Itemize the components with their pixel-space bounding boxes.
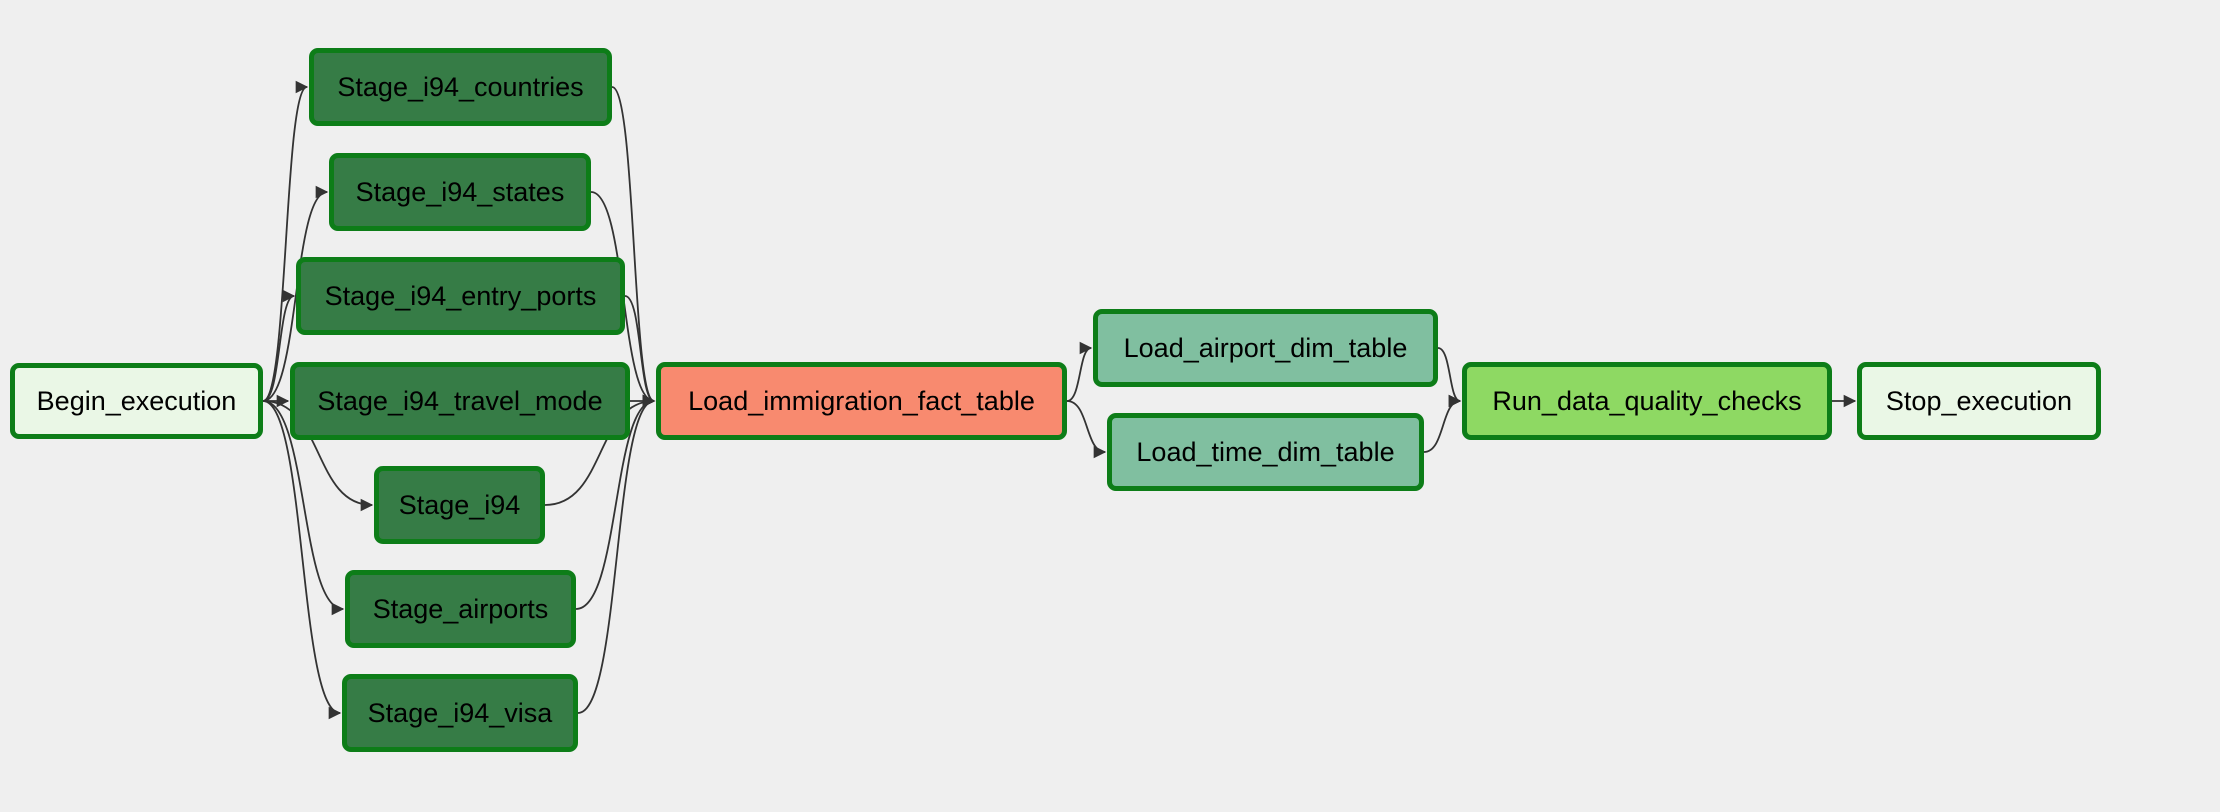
- node-stage-i94-countries[interactable]: Stage_i94_countries: [309, 48, 612, 126]
- node-load-time-dim-table[interactable]: Load_time_dim_table: [1107, 413, 1424, 491]
- edge-airport_dim-to-quality: [1437, 347, 1462, 408]
- edge-fact-to-time_dim: [1066, 400, 1107, 459]
- edge-fact-to-airport_dim: [1066, 341, 1093, 402]
- edge-i94-to-fact: [544, 394, 656, 506]
- edge-begin-to-i94: [262, 400, 374, 512]
- edge-time_dim-to-quality: [1423, 394, 1462, 453]
- node-stage-airports[interactable]: Stage_airports: [345, 570, 576, 648]
- node-load-immigration-fact-table[interactable]: Load_immigration_fact_table: [656, 362, 1067, 440]
- node-stage-i94-entry-ports[interactable]: Stage_i94_entry_ports: [296, 257, 625, 335]
- edge-visa-to-fact: [577, 394, 656, 714]
- node-stage-i94-visa[interactable]: Stage_i94_visa: [342, 674, 578, 752]
- edge-begin-to-entry_ports: [262, 289, 296, 402]
- edge-begin-to-states: [262, 185, 329, 402]
- node-begin-execution[interactable]: Begin_execution: [10, 363, 263, 439]
- edge-begin-to-airports: [262, 400, 345, 616]
- edge-begin-to-countries: [262, 80, 309, 402]
- node-load-airport-dim-table[interactable]: Load_airport_dim_table: [1093, 309, 1438, 387]
- node-stop-execution[interactable]: Stop_execution: [1857, 362, 2101, 440]
- node-stage-i94-states[interactable]: Stage_i94_states: [329, 153, 591, 231]
- node-run-data-quality-checks[interactable]: Run_data_quality_checks: [1462, 362, 1832, 440]
- edge-airports-to-fact: [575, 394, 656, 610]
- edge-countries-to-fact: [611, 86, 656, 408]
- node-stage-i94[interactable]: Stage_i94: [374, 466, 545, 544]
- node-stage-i94-travel-mode[interactable]: Stage_i94_travel_mode: [290, 362, 630, 440]
- edge-begin-to-visa: [262, 400, 342, 720]
